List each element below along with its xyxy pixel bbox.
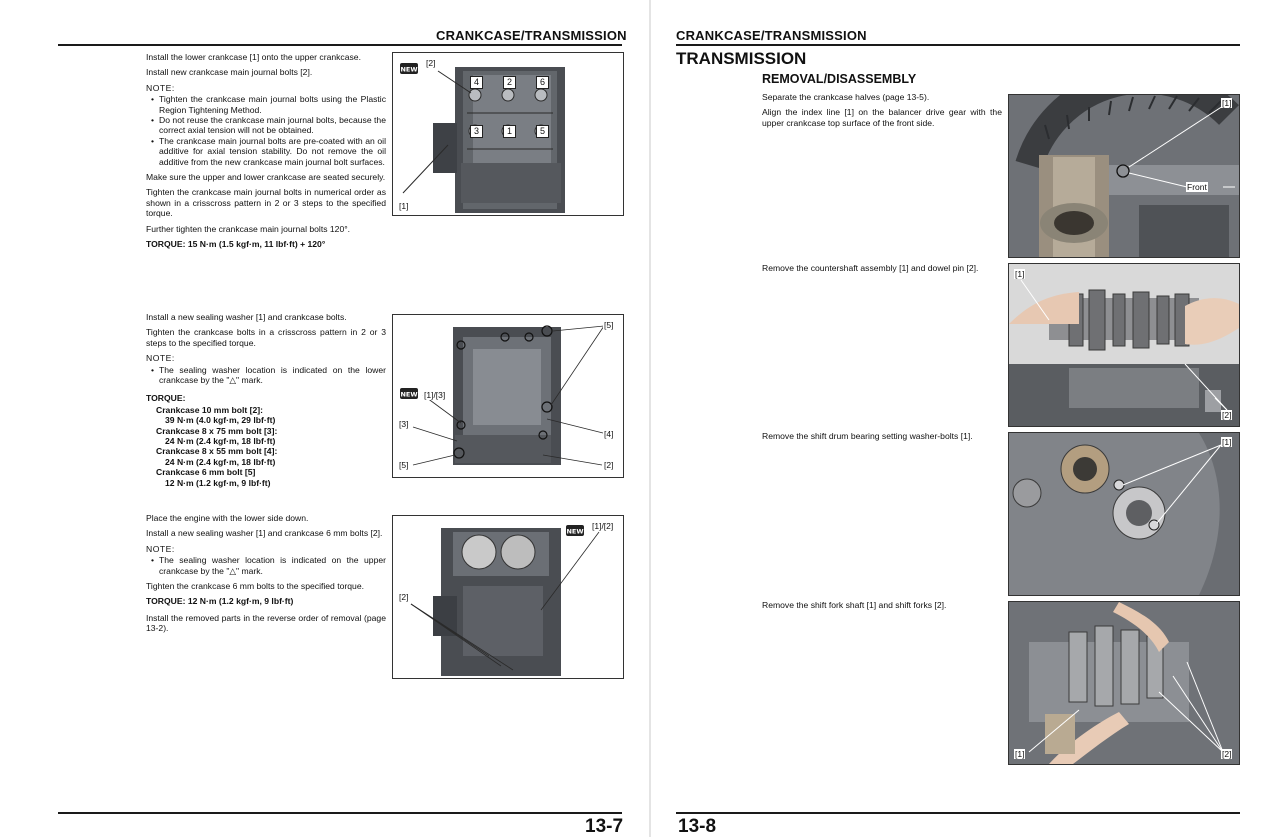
callout-label: [1] [1221,98,1233,108]
bearing-photo [1009,433,1239,595]
torque-item: Crankcase 8 x 75 mm bolt [3]: [156,425,278,436]
paragraph: Place the engine with the lower side dow… [146,513,309,523]
paragraph: Install the lower crankcase [1] onto the… [146,52,361,62]
paragraph: Remove the shift fork shaft [1] and shif… [762,600,947,610]
callout-label: [1] [1221,437,1233,447]
torque-item: Crankcase 8 x 55 mm bolt [4]: [156,446,278,457]
right-step3-text: Remove the shift drum bearing setting wa… [762,431,1002,446]
torque-value: 24 N·m (2.4 kgf·m, 18 lbf·ft) [165,456,276,467]
paragraph: Align the index line [1] on the balancer… [762,107,1002,128]
torque-value: 39 N·m (4.0 kgf·m, 29 lbf·ft) [165,415,276,426]
left-step1-text: Install the lower crankcase [1] onto the… [146,52,386,256]
bolt-number: 1 [503,125,516,138]
left-page-number: 13-7 [585,816,624,837]
note-bullet: •The sealing washer location is indicate… [150,364,386,386]
callout-label: [5] [603,320,615,330]
right-header-rule [676,44,1240,46]
torque-value: 12 N·m (1.2 kgf·m, 9 lbf·ft) [165,477,271,488]
left-step2-text: Install a new sealing washer [1] and cra… [146,312,386,488]
photo-balancer-gear: [1] Front [1008,94,1240,258]
left-page-header: CRANKCASE/TRANSMISSION [436,28,627,43]
new-part-icon: NEW [399,387,419,400]
note-label: NOTE: [146,353,175,364]
paragraph: Install the removed parts in the reverse… [146,612,386,634]
torque-spec: TORQUE: 12 N·m (1.2 kgf·m, 9 lbf·ft) [146,596,294,607]
callout-label: [1]/[3] [423,390,447,400]
new-icon-text: NEW [566,528,583,536]
note-label: NOTE: [146,543,175,554]
paragraph: Install a new sealing washer [1] and cra… [146,312,347,322]
right-footer-rule [676,812,1240,814]
page-gutter [649,0,651,837]
note-bullet: •Do not reuse the crankcase main journal… [150,115,386,136]
subsection-title: REMOVAL/DISASSEMBLY [762,72,917,86]
right-step2-text: Remove the countershaft assembly [1] and… [762,263,1002,278]
right-step4-text: Remove the shift fork shaft [1] and shif… [762,600,1002,615]
paragraph: Tighten the crankcase bolts in a crisscr… [146,327,386,348]
gear-photo [1009,95,1239,257]
paragraph: Install new crankcase main journal bolts… [146,67,313,78]
left-step3-text: Place the engine with the lower side dow… [146,513,386,639]
shift-fork-photo [1009,602,1239,764]
paragraph: Make sure the upper and lower crankcase … [146,172,386,183]
engine-illustration [410,528,600,676]
left-header-rule [58,44,622,46]
callout-label: [2] [603,460,615,470]
countershaft-photo [1009,264,1239,426]
torque-value: 24 N·m (2.4 kgf·m, 18 lbf·ft) [165,436,276,447]
callout-label: [3] [398,419,410,429]
section-title: TRANSMISSION [676,49,807,68]
paragraph: Tighten the crankcase main journal bolts… [146,187,386,219]
paragraph: Remove the countershaft assembly [1] and… [762,263,979,273]
paragraph: Tighten the crankcase 6 mm bolts to the … [146,581,364,592]
bolt-number: 4 [470,76,483,89]
bolt-number: 2 [503,76,516,89]
photo-countershaft: [1] [2] [1008,263,1240,427]
torque-item: Crankcase 10 mm bolt [2]: [156,404,263,415]
callout-label: Front [1186,182,1208,192]
figure-crankcase-bolts: NEW [5] [1]/[3] [3] [4] [5] [2] [392,314,624,478]
new-part-icon: NEW [399,62,419,75]
callout-label: [5] [398,460,410,470]
right-page-header: CRANKCASE/TRANSMISSION [676,28,867,43]
bolt-number: 5 [536,125,549,138]
photo-shift-drum-bearing: [1] [1008,432,1240,596]
paragraph: Install a new sealing washer [1] and cra… [146,528,383,539]
paragraph: Remove the shift drum bearing setting wa… [762,431,973,441]
paragraph: Further tighten the crankcase main journ… [146,223,351,234]
figure-engine-lower-side: NEW [1]/[2] [2] [392,515,624,679]
callout-label: [2] [425,58,437,68]
note-label: NOTE: [146,82,175,93]
callout-label: [1] [398,201,410,211]
callout-label: [2] [398,592,410,602]
callout-label: [1] [1014,269,1026,279]
bolt-number: 3 [470,125,483,138]
photo-shift-fork: [1] [2] [1008,601,1240,765]
callout-label: [1]/[2] [591,521,615,531]
new-icon-text: NEW [400,66,417,74]
right-step1-text: Separate the crankcase halves (page 13-5… [762,92,1002,133]
paragraph: Separate the crankcase halves (page 13-5… [762,92,930,102]
callout-label: [2] [1221,749,1233,759]
right-page-number: 13-8 [678,816,717,837]
new-part-icon: NEW [565,524,585,537]
torque-spec: TORQUE: 15 N·m (1.5 kgf·m, 11 lbf·ft) + … [146,239,326,250]
note-bullet: •Tighten the crankcase main journal bolt… [150,94,386,115]
torque-label: TORQUE: [146,393,186,404]
note-bullet: •The crankcase main journal bolts are pr… [150,135,386,167]
torque-item: Crankcase 6 mm bolt [5] [156,467,256,478]
note-bullet: •The sealing washer location is indicate… [150,555,386,576]
callout-label: [1] [1014,749,1026,759]
new-icon-text: NEW [400,391,417,399]
callout-label: [4] [603,429,615,439]
left-footer-rule [58,812,622,814]
figure-crankcase-journal-bolts: NEW [2] [1] 4 2 6 3 1 5 [392,52,624,216]
bolt-number: 6 [536,76,549,89]
callout-label: [2] [1221,410,1233,420]
crankcase-illustration [412,325,605,466]
crankcase-illustration [402,67,565,213]
